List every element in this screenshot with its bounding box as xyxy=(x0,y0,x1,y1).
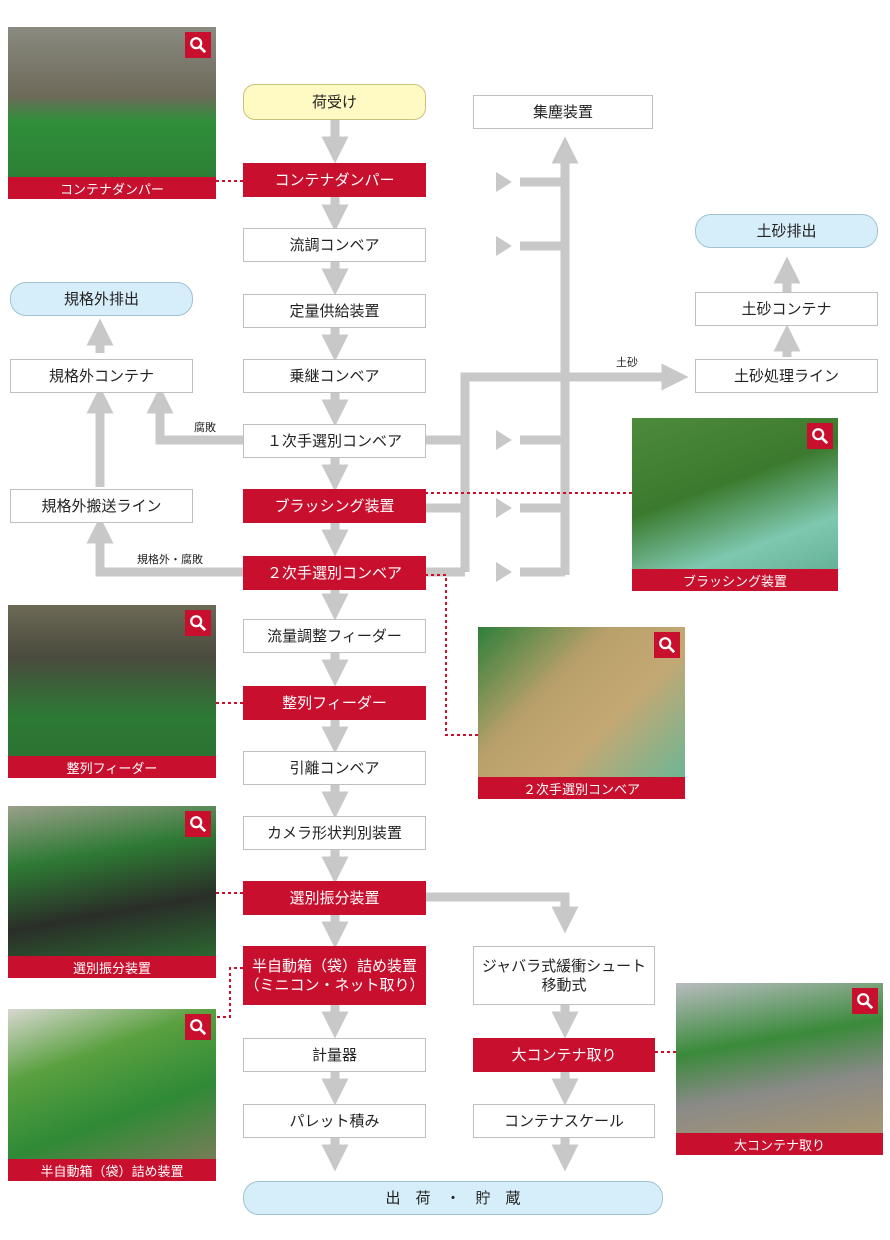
receiving-label: 荷受け xyxy=(312,93,357,112)
photo-caption: ブラッシング装置 xyxy=(632,569,838,591)
rot-label: 腐敗 xyxy=(194,419,216,435)
alignment-feeder-box[interactable]: 整列フィーダー xyxy=(243,686,426,720)
photo-caption: 半自動箱（袋）詰め装置 xyxy=(8,1159,216,1181)
photo-container-dumper[interactable]: コンテナダンパー xyxy=(8,27,216,199)
photo-caption: 整列フィーダー xyxy=(8,756,216,778)
soil-label: 土砂 xyxy=(616,354,638,370)
photo-sorting-distributor[interactable]: 選別振分装置 xyxy=(8,806,216,978)
soil-line-label: 土砂処理ライン xyxy=(734,367,839,386)
primary-sorting-box: １次手選別コンベア xyxy=(243,424,426,458)
bellows-chute-label-1: ジャバラ式緩衝シュート xyxy=(482,957,646,976)
container-scale-label: コンテナスケール xyxy=(504,1112,624,1131)
weigher-label: 計量器 xyxy=(312,1046,357,1065)
zoom-icon[interactable] xyxy=(852,988,878,1014)
arrow-branch-right xyxy=(425,897,565,920)
dust-collector-box: 集塵装置 xyxy=(473,95,653,129)
photo-caption: ２次手選別コンベア xyxy=(478,777,685,799)
brushing-label: ブラッシング装置 xyxy=(274,497,394,516)
separation-conveyor-label: 引離コンベア xyxy=(289,759,379,778)
bellows-chute-box: ジャバラ式緩衝シュート 移動式 xyxy=(473,946,655,1005)
photo-alignment-feeder[interactable]: 整列フィーダー xyxy=(8,605,216,778)
zoom-icon[interactable] xyxy=(185,610,211,636)
photo-secondary-sorting[interactable]: ２次手選別コンベア xyxy=(478,627,685,799)
reject-conveyor-label: 規格外搬送ライン xyxy=(41,497,161,516)
photo-semi-auto-packing[interactable]: 半自動箱（袋）詰め装置 xyxy=(8,1009,216,1181)
photo-caption: 選別振分装置 xyxy=(8,956,216,978)
photo-caption: コンテナダンパー xyxy=(8,177,216,199)
secondary-sorting-box[interactable]: ２次手選別コンベア xyxy=(243,556,426,590)
reject-discharge-label: 規格外排出 xyxy=(64,290,139,309)
photo-large-container[interactable]: 大コンテナ取り xyxy=(676,983,883,1155)
flow-conveyor-label: 流調コンベア xyxy=(289,236,379,255)
brushing-box[interactable]: ブラッシング装置 xyxy=(243,489,426,523)
separation-conveyor-box: 引離コンベア xyxy=(243,751,426,785)
semi-auto-packing-label-1: 半自動箱（袋）詰め装置 xyxy=(252,957,417,976)
zoom-icon[interactable] xyxy=(185,32,211,58)
flow-conveyor-box: 流調コンベア xyxy=(243,228,426,262)
palletizing-label: パレット積み xyxy=(289,1112,379,1131)
flow-adjust-feeder-label: 流量調整フィーダー xyxy=(267,627,402,646)
weigher-box: 計量器 xyxy=(243,1038,426,1072)
metered-feeder-box: 定量供給装置 xyxy=(243,294,426,328)
semi-auto-packing-label-2: （ミニコン・ネット取り） xyxy=(244,976,424,995)
photo-brushing[interactable]: ブラッシング装置 xyxy=(632,418,838,591)
primary-sorting-label: １次手選別コンベア xyxy=(267,432,402,451)
shipping-storage-box: 出 荷 ・ 貯 蔵 xyxy=(243,1181,663,1215)
container-scale-box: コンテナスケール xyxy=(473,1104,655,1138)
dust-collector-label: 集塵装置 xyxy=(533,103,593,122)
soil-discharge-box: 土砂排出 xyxy=(695,214,878,248)
reject-container-box: 規格外コンテナ xyxy=(10,359,193,393)
shipping-storage-label: 出 荷 ・ 貯 蔵 xyxy=(385,1189,520,1208)
reject-container-label: 規格外コンテナ xyxy=(49,367,154,386)
container-dumper-box[interactable]: コンテナダンパー xyxy=(243,163,426,197)
flow-adjust-feeder-box: 流量調整フィーダー xyxy=(243,619,426,653)
transfer-conveyor-box: 乗継コンベア xyxy=(243,359,426,393)
reject-conveyor-box: 規格外搬送ライン xyxy=(10,489,193,523)
large-container-box[interactable]: 大コンテナ取り xyxy=(473,1038,655,1072)
camera-sorter-box: カメラ形状判別装置 xyxy=(243,816,426,850)
camera-sorter-label: カメラ形状判別装置 xyxy=(267,824,402,843)
soil-discharge-label: 土砂排出 xyxy=(756,222,816,241)
sorting-distributor-box[interactable]: 選別振分装置 xyxy=(243,881,426,915)
secondary-sorting-label: ２次手選別コンベア xyxy=(267,564,402,583)
large-container-label: 大コンテナ取り xyxy=(511,1046,616,1065)
reject-rot-label: 規格外・腐敗 xyxy=(137,551,203,567)
soil-container-label: 土砂コンテナ xyxy=(741,300,831,319)
zoom-icon[interactable] xyxy=(185,811,211,837)
palletizing-box: パレット積み xyxy=(243,1104,426,1138)
receiving-box: 荷受け xyxy=(243,84,426,120)
reject-discharge-box: 規格外排出 xyxy=(10,282,193,316)
container-dumper-label: コンテナダンパー xyxy=(274,171,394,190)
semi-auto-packing-box[interactable]: 半自動箱（袋）詰め装置 （ミニコン・ネット取り） xyxy=(243,946,426,1005)
zoom-icon[interactable] xyxy=(185,1014,211,1040)
sorting-distributor-label: 選別振分装置 xyxy=(289,889,379,908)
zoom-icon[interactable] xyxy=(807,423,833,449)
zoom-icon[interactable] xyxy=(654,632,680,658)
soil-line-box: 土砂処理ライン xyxy=(695,359,878,393)
photo-caption: 大コンテナ取り xyxy=(676,1133,883,1155)
bellows-chute-label-2: 移動式 xyxy=(541,976,586,995)
soil-container-box: 土砂コンテナ xyxy=(695,292,878,326)
transfer-conveyor-label: 乗継コンベア xyxy=(289,367,379,386)
metered-feeder-label: 定量供給装置 xyxy=(289,302,379,321)
alignment-feeder-label: 整列フィーダー xyxy=(282,694,387,713)
